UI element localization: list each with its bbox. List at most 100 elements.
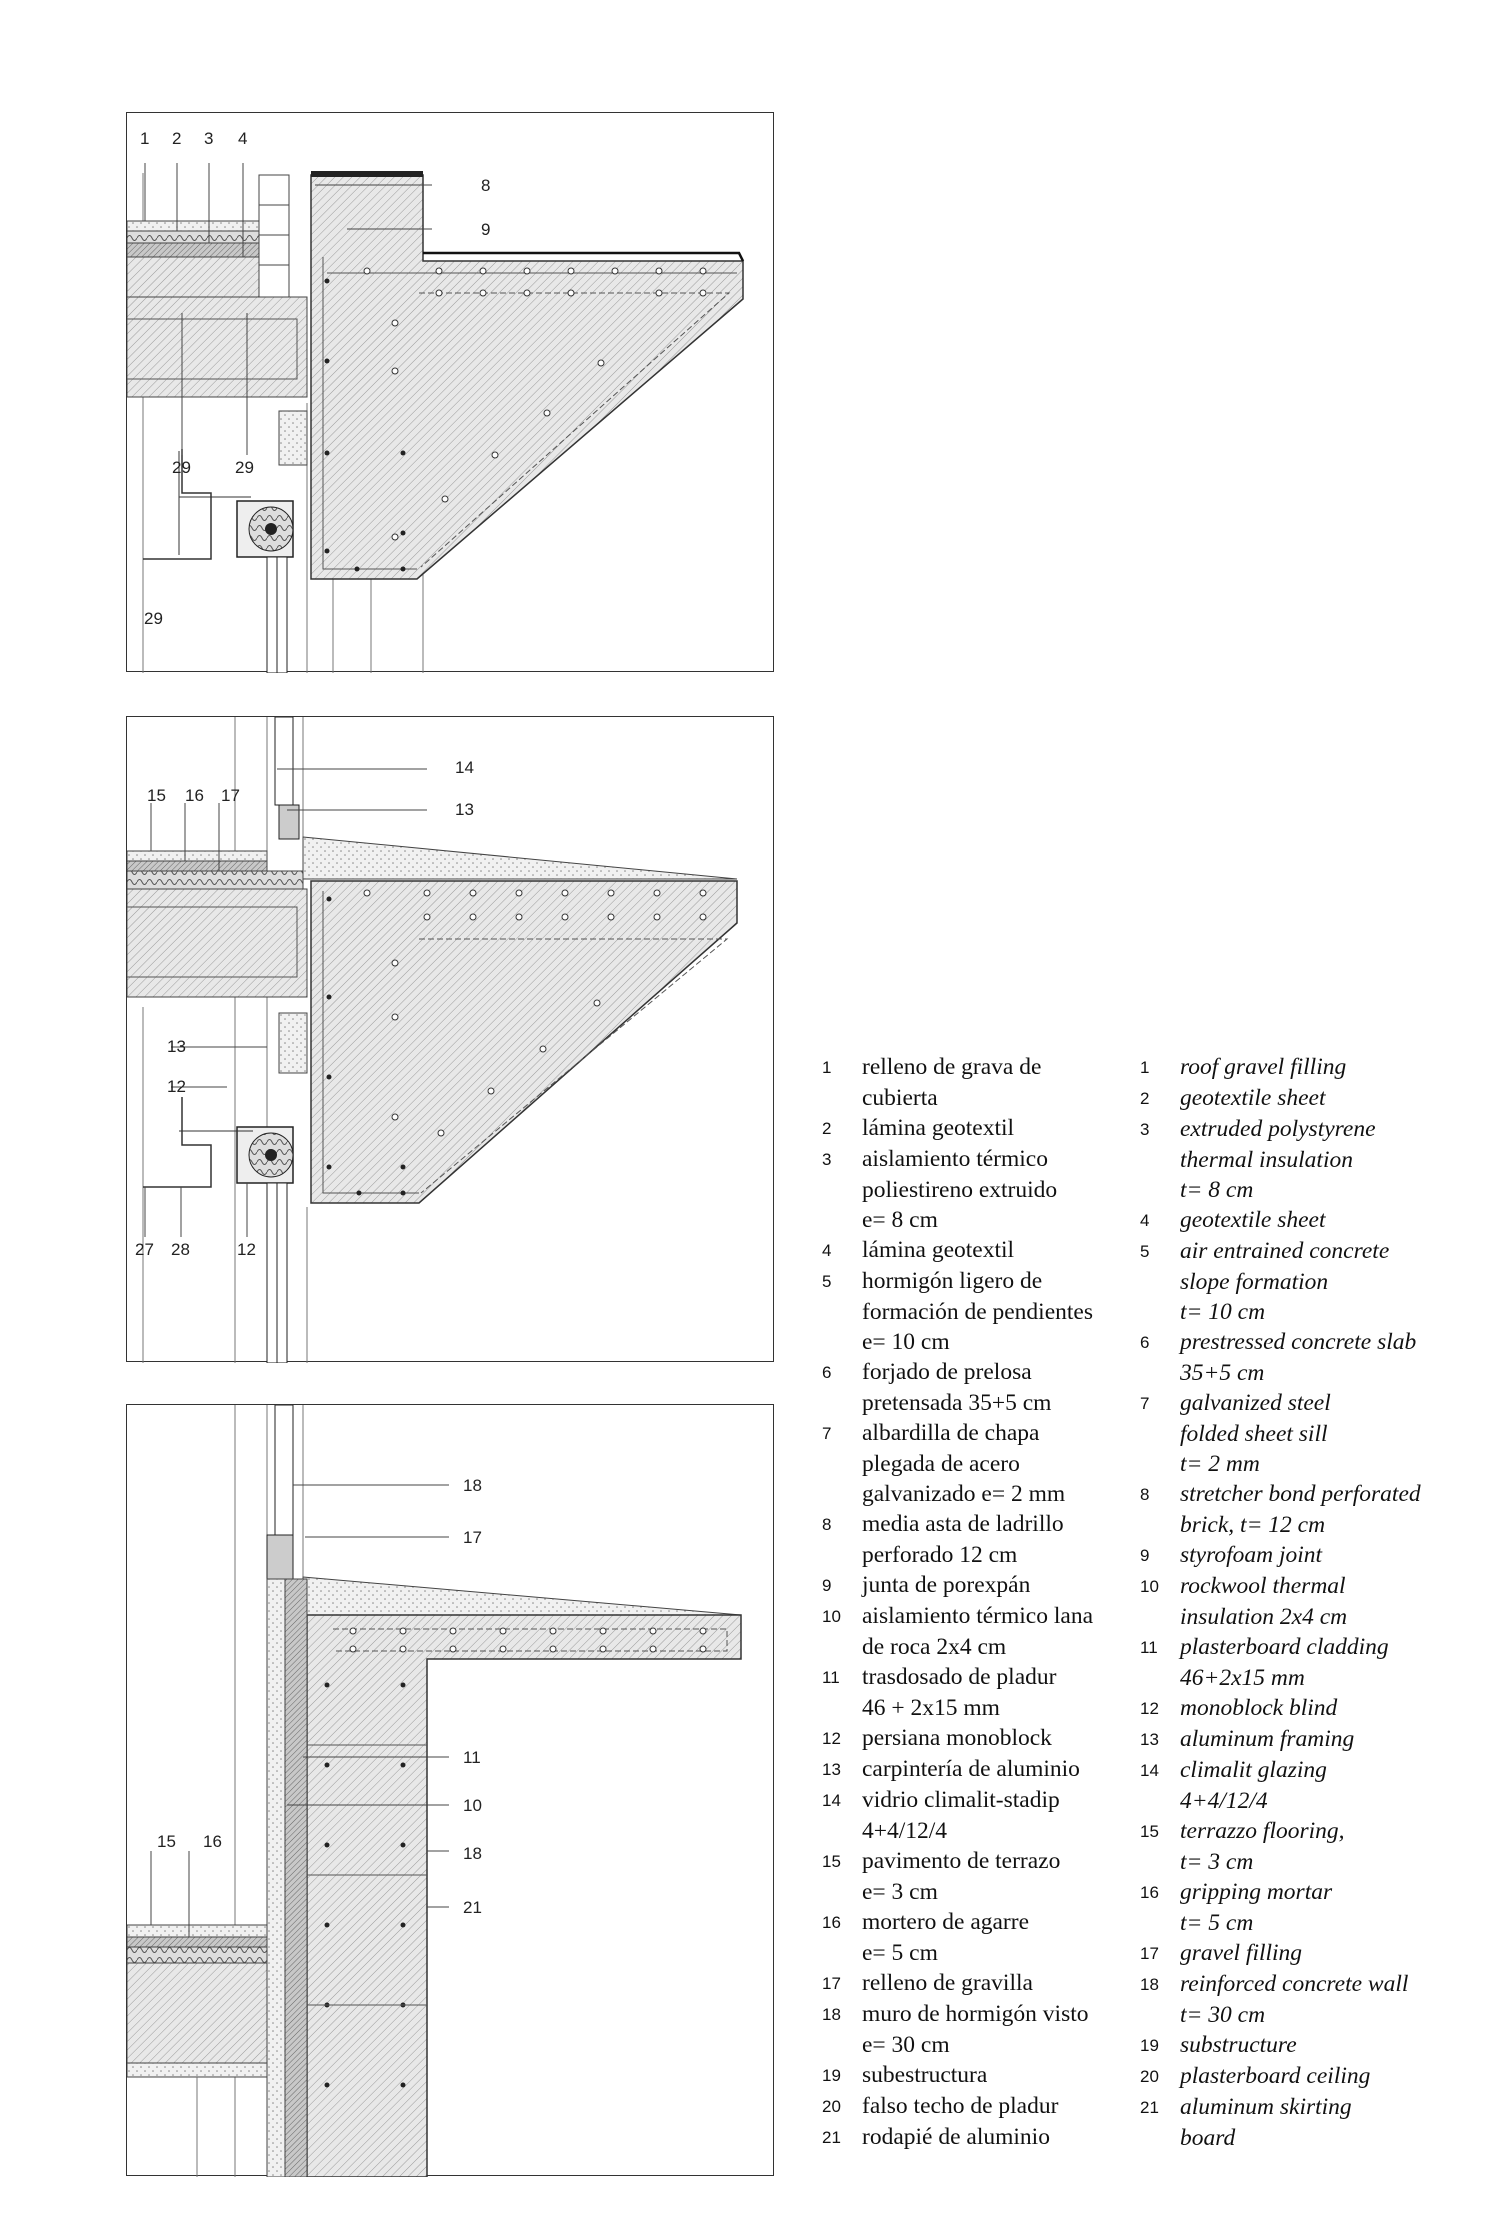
- legend-en-item-13: 13 aluminum framing: [1140, 1724, 1512, 1755]
- legend-number: 7: [1140, 1394, 1150, 1413]
- legend-text: t= 3 cm: [1180, 1849, 1254, 1875]
- legend-text: brick, t= 12 cm: [1180, 1512, 1326, 1538]
- legend-number: 4: [822, 1241, 832, 1260]
- legend-number: [1140, 1267, 1180, 1297]
- legend-text: 46 + 2x15 mm: [862, 1695, 1000, 1721]
- legend-text: plegada de acero: [862, 1451, 1020, 1477]
- legend-es-item-7-line-1: plegada de acero: [822, 1449, 1152, 1479]
- callout-18-a: 18: [463, 1476, 482, 1495]
- legend-es-item-3-line-2: e= 8 cm: [822, 1205, 1152, 1235]
- callout-13-left: 13: [167, 1037, 186, 1056]
- callout-29-c: 29: [144, 609, 163, 628]
- legend-text: e= 30 cm: [862, 2032, 950, 2058]
- legend-number: 19: [822, 2066, 841, 2085]
- legend-text: rockwool thermal: [1180, 1573, 1346, 1599]
- legend-text: hormigón ligero de: [862, 1268, 1043, 1294]
- detail-panel-roof: 1 2 3 4 8 9 29 29 29: [126, 112, 774, 673]
- legend-en-item-5-line-1: slope formation: [1140, 1267, 1512, 1297]
- legend-es-item-5: 5 hormigón ligero de: [822, 1266, 1152, 1297]
- legend-en-item-10-line-1: insulation 2x4 cm: [1140, 1602, 1512, 1632]
- legend-text: relleno de gravilla: [862, 1970, 1033, 1996]
- legend-es-item-6: 6 forjado de prelosa: [822, 1357, 1152, 1388]
- legend-text: 35+5 cm: [1180, 1360, 1265, 1386]
- callout-29-b: 29: [235, 458, 254, 477]
- legend-number: 10: [1140, 1577, 1159, 1596]
- legend-number: 5: [822, 1272, 832, 1291]
- legend-number: [1140, 1847, 1180, 1877]
- legend-number: [822, 1175, 862, 1205]
- legend-number: [1140, 1786, 1180, 1816]
- legend-en-item-14-line-1: 4+4/12/4: [1140, 1786, 1512, 1816]
- legend-number: [1140, 1297, 1180, 1327]
- legend-text: styrofoam joint: [1180, 1542, 1323, 1568]
- legend-es-item-1-line-1: cubierta: [822, 1083, 1152, 1113]
- legend-number: 4: [1140, 1211, 1150, 1230]
- legend-number: 12: [1140, 1699, 1159, 1718]
- legend-text: aislamiento térmico lana: [862, 1603, 1093, 1629]
- legend-en-item-4: 4 geotextile sheet: [1140, 1205, 1512, 1236]
- legend-en-item-11-line-1: 46+2x15 mm: [1140, 1663, 1512, 1693]
- legend-text: forjado de prelosa: [862, 1359, 1032, 1385]
- legend-number: [1140, 1602, 1180, 1632]
- legend-text: monoblock blind: [1180, 1695, 1338, 1721]
- callout-10: 10: [463, 1796, 482, 1815]
- callout-17-b: 17: [463, 1528, 482, 1547]
- legend-number: [822, 1938, 862, 1968]
- legend-number: [822, 1205, 862, 1235]
- legend-text: aluminum framing: [1180, 1726, 1355, 1752]
- legend-number: 20: [1140, 2067, 1159, 2086]
- legend-text: geotextile sheet: [1180, 1207, 1326, 1233]
- legend-number: [1140, 1510, 1180, 1540]
- legend-number: 3: [822, 1150, 832, 1169]
- legend-en-item-5-line-2: t= 10 cm: [1140, 1297, 1512, 1327]
- callout-17: 17: [221, 786, 240, 805]
- legend-es-item-18-line-1: e= 30 cm: [822, 2030, 1152, 2060]
- legend-number: [1140, 1449, 1180, 1479]
- legend-number: 14: [822, 1791, 841, 1810]
- callout-15-b: 15: [157, 1832, 176, 1851]
- legend-number: 10: [822, 1607, 841, 1626]
- legend-text: cubierta: [862, 1085, 938, 1111]
- legend-number: [1140, 1358, 1180, 1388]
- legend-number: 11: [822, 1668, 840, 1687]
- legend-number: 1: [822, 1058, 832, 1077]
- legend-text: t= 5 cm: [1180, 1910, 1254, 1936]
- legend-text: t= 2 mm: [1180, 1451, 1260, 1477]
- legend-number: 9: [1140, 1546, 1150, 1565]
- legend-es-item-3-line-1: poliestireno extruido: [822, 1175, 1152, 1205]
- legend-en-item-3-line-1: thermal insulation: [1140, 1145, 1512, 1175]
- legend-text: mortero de agarre: [862, 1909, 1030, 1935]
- legend-number: [822, 1816, 862, 1846]
- legend-text: e= 3 cm: [862, 1879, 938, 1905]
- legend-text: prestressed concrete slab: [1180, 1329, 1417, 1355]
- legend-text: persiana monoblock: [862, 1725, 1052, 1751]
- legend-number: 12: [822, 1729, 841, 1748]
- legend-text: pretensada 35+5 cm: [862, 1390, 1052, 1416]
- legend-number: [822, 1540, 862, 1570]
- legend-text: 4+4/12/4: [1180, 1788, 1268, 1814]
- legend-es-item-10-line-1: de roca 2x4 cm: [822, 1632, 1152, 1662]
- legend-number: 21: [822, 2128, 841, 2147]
- callout-4: 4: [238, 129, 248, 148]
- legend-text: stretcher bond perforated: [1180, 1481, 1421, 1507]
- legend-en-item-3-line-2: t= 8 cm: [1140, 1175, 1512, 1205]
- legend-number: 19: [1140, 2036, 1159, 2055]
- legend-number: [1140, 1419, 1180, 1449]
- legend-number: [822, 1327, 862, 1357]
- legend-text: terrazzo flooring,: [1180, 1818, 1345, 1844]
- legend-number: 6: [822, 1363, 832, 1382]
- legend-number: 13: [1140, 1730, 1159, 1749]
- wall-section-drawing: [127, 1405, 742, 2177]
